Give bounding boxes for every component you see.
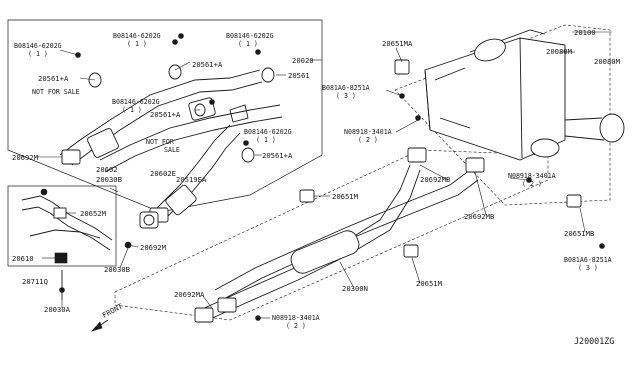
label-20692m-lower: 20692M xyxy=(140,243,167,252)
label-bolt-6202g-tr-qty: ( 1 ) xyxy=(238,40,258,48)
label-20610: 20610 xyxy=(12,254,34,263)
label-20692m-left: 20692M xyxy=(12,153,39,162)
flange-left xyxy=(61,149,81,165)
label-20030b-top: 20030B xyxy=(96,175,122,184)
label-bolt-6202g-tc-qty: ( 1 ) xyxy=(127,40,147,48)
catalyst-bottom xyxy=(165,184,197,216)
label-not-for-sale-2b: SALE xyxy=(164,146,180,154)
center-pipe-assembly xyxy=(194,147,485,323)
label-20300n: 20300N xyxy=(342,284,368,293)
label-bolt-6202g-mr: B08146-6202G xyxy=(244,128,292,136)
clamp-20561a-top xyxy=(168,64,182,80)
label-20711q: 20711Q xyxy=(22,277,48,286)
label-20561a-lower: 20561+A xyxy=(262,151,293,160)
clamp-20561-right xyxy=(261,67,275,83)
hanger-20651m-top xyxy=(299,189,315,203)
bracket-plate xyxy=(53,207,67,219)
label-bolt-8251a-bottom-qty: ( 3 ) xyxy=(578,264,598,272)
mount-insulator-20610 xyxy=(54,252,68,264)
hangers xyxy=(299,59,582,258)
center-resonator xyxy=(290,230,360,274)
label-20651mb: 20651MB xyxy=(564,229,594,238)
label-bolt-6202g-tl-qty: ( 1 ) xyxy=(28,50,48,58)
hanger-20651m-bottom xyxy=(403,244,419,258)
label-20651m-bottom: 20651M xyxy=(416,279,443,288)
center-flange-left xyxy=(407,147,427,163)
hardware-right xyxy=(178,33,605,321)
label-20080m-b: 20080M xyxy=(594,57,621,66)
label-20692ma: 20692MA xyxy=(174,290,205,299)
label-20602: 20602 xyxy=(96,165,118,174)
label-not-for-sale-2a: NOT FOR xyxy=(146,138,174,146)
label-diagram-code: J20001ZG xyxy=(574,336,614,346)
tail-tip-left xyxy=(474,38,506,62)
label-bolt-8251a-top: B081A6-8251A xyxy=(322,84,370,92)
labels: 20020 20100 B08146-6202G ( 1 ) B08146-62… xyxy=(12,28,621,346)
heat-shield xyxy=(229,104,249,123)
label-20030b-lower: 20030B xyxy=(104,265,130,274)
label-bolt-6202g-tc: B08146-6202G xyxy=(113,32,161,40)
tail-tip-right xyxy=(599,113,625,143)
label-nut-3401a-right-qty: ( 2 ) xyxy=(522,180,542,188)
front-tube-group-frame xyxy=(7,19,323,213)
clamp-20561a-lower xyxy=(241,147,255,163)
label-bolt-6202g-mc: B08146-6202G xyxy=(112,98,160,106)
label-20561-right: 20561 xyxy=(288,71,310,80)
label-20651m-top: 20651M xyxy=(332,192,359,201)
label-front: FRONT xyxy=(101,301,125,319)
label-20080m-a: 20080M xyxy=(546,47,573,56)
label-nut-3401a-left: N08918-3401A xyxy=(344,128,392,136)
leader-lines xyxy=(36,31,612,319)
gasket-flange-lower xyxy=(139,211,159,229)
label-20652m: 20652M xyxy=(80,209,107,218)
catalyst-left xyxy=(87,128,119,158)
label-20561a-top: 20561+A xyxy=(192,60,223,69)
label-nut-3401a-right: N08918-3401A xyxy=(508,172,556,180)
label-bolt-8251a-top-qty: ( 3 ) xyxy=(336,92,356,100)
label-20692mb-b: 20692MB xyxy=(464,212,494,221)
bracket-group-frame xyxy=(7,185,117,267)
label-nut-3401a-bottom: N08918-3401A xyxy=(272,314,320,322)
label-20519ea: 20519EA xyxy=(176,175,207,184)
label-not-for-sale-1: NOT FOR SALE xyxy=(32,88,80,96)
label-nut-3401a-bottom-qty: ( 2 ) xyxy=(286,322,306,330)
front-arrow xyxy=(91,319,109,332)
hanger-20651ma xyxy=(394,59,410,75)
center-flange-right xyxy=(465,157,485,173)
hanger-20651mb xyxy=(566,194,582,208)
label-bolt-6202g-mr-qty: ( 1 ) xyxy=(256,136,276,144)
label-bolt-6202g-tl: B08146-6202G xyxy=(14,42,62,50)
rear-flange-b xyxy=(217,297,237,313)
label-bolt-6202g-tr: B08146-6202G xyxy=(226,32,274,40)
label-20561a-mid: 20561+A xyxy=(150,110,181,119)
label-20692mb-a: 20692MB xyxy=(420,175,450,184)
label-bolt-8251a-bottom: B081A6-8251A xyxy=(564,256,612,264)
label-nut-3401a-left-qty: ( 2 ) xyxy=(358,136,378,144)
label-bolt-6202g-mc-qty: ( 1 ) xyxy=(122,106,142,114)
main-muffler xyxy=(424,29,625,161)
rear-flange-a xyxy=(194,307,214,323)
label-20561a-left: 20561+A xyxy=(38,74,69,83)
label-20020: 20020 xyxy=(292,56,314,65)
label-20030a: 20030A xyxy=(44,305,71,314)
label-20651ma: 20651MA xyxy=(382,39,413,48)
label-20100: 20100 xyxy=(574,28,596,37)
label-20602e: 20602E xyxy=(150,169,176,178)
bolts-front-group xyxy=(75,39,261,146)
